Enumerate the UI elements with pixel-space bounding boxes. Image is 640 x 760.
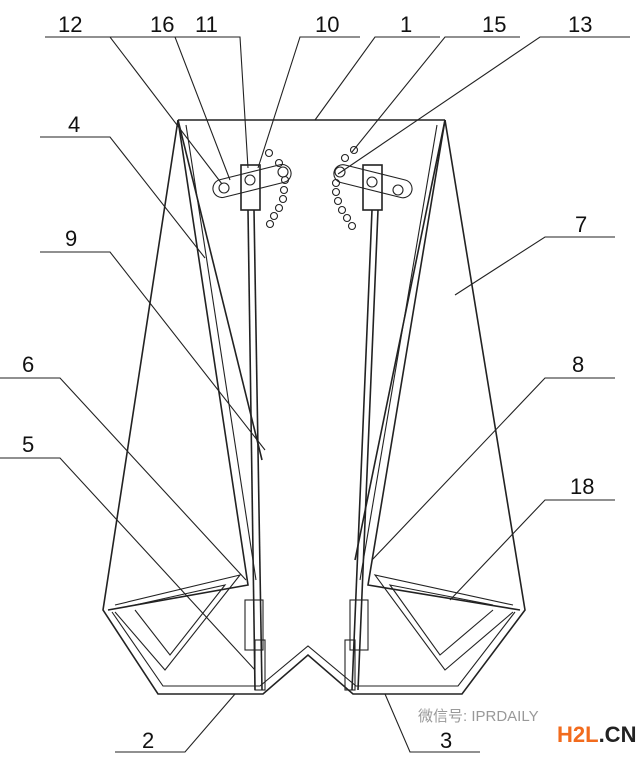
label-8: 8 [572, 352, 584, 377]
reference-numerals: 12 16 11 10 1 15 13 4 7 9 6 8 5 18 2 3 [22, 12, 594, 753]
label-18: 18 [570, 474, 594, 499]
label-12: 12 [58, 12, 82, 37]
frame-outline [102, 119, 526, 695]
left-ball-chain [264, 148, 290, 229]
label-5: 5 [22, 432, 34, 457]
right-hinge-assembly [331, 145, 413, 231]
label-13: 13 [568, 12, 592, 37]
label-2: 2 [142, 728, 154, 753]
label-15: 15 [482, 12, 506, 37]
brand-logo: H2L.CN [557, 722, 636, 751]
label-7: 7 [575, 212, 587, 237]
label-4: 4 [68, 112, 80, 137]
left-hinge-assembly [212, 148, 292, 229]
label-1: 1 [400, 12, 412, 37]
label-10: 10 [315, 12, 339, 37]
label-11: 11 [195, 12, 218, 37]
brand-logo-cn: .CN [598, 722, 637, 747]
reference-leaders [0, 36, 630, 753]
right-panel [344, 119, 521, 691]
left-panel [107, 119, 266, 691]
label-9: 9 [65, 226, 77, 251]
wechat-id: 微信号: IPRDAILY [418, 708, 539, 725]
right-ball-chain [331, 145, 359, 231]
brand-logo-h2l: H2L [557, 722, 599, 747]
label-16: 16 [150, 12, 174, 37]
label-6: 6 [22, 352, 34, 377]
watermark: 微信号: IPRDAILY [418, 708, 539, 726]
label-3: 3 [440, 728, 452, 753]
